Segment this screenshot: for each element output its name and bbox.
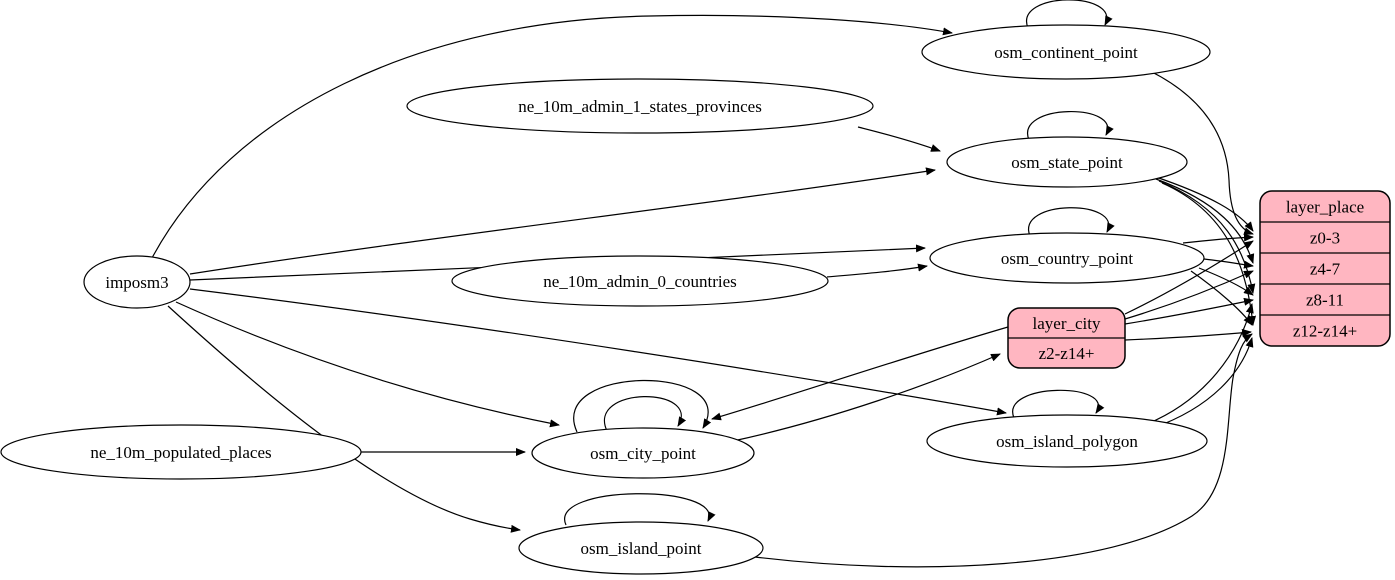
- node-shape-layer_place: [1259, 190, 1391, 347]
- node-osm_continent_point: osm_continent_point: [921, 24, 1211, 80]
- edge-layer_city-to-layer_place-z4-7: [1124, 270, 1254, 320]
- edge-osm_state_point-to-layer_place-z0-3: [1152, 175, 1254, 232]
- edge-osm_city_point-self-loop: [573, 379, 712, 433]
- edge-osm_country_point-to-layer_place-z12-z14+: [1190, 270, 1253, 326]
- edge-osm_state_point-to-layer_place-z4-7: [1155, 178, 1255, 264]
- edge-osm_island_polygon-to-layer_place-z8-11: [1146, 303, 1254, 425]
- node-osm_country_point: osm_country_point: [929, 232, 1205, 284]
- edge-osm_state_point-to-layer_place-z8-11: [1158, 180, 1256, 294]
- node-label-ne_10m_populated_places: ne_10m_populated_places: [90, 443, 271, 462]
- edge-imposm3-to-osm_city_point: [175, 301, 560, 428]
- edge-osm_city_point-to-layer_city-z2-z14+: [732, 353, 1001, 442]
- edge-osm_state_point-self-loop: [1027, 111, 1114, 141]
- node-shape-osm_state_point: [946, 136, 1188, 188]
- node-layer_city: layer_city z2-z14+: [1007, 307, 1126, 369]
- node-osm_island_polygon: osm_island_polygon: [926, 414, 1208, 468]
- node-shape-osm_island_point: [518, 521, 764, 575]
- record-title-layer_place: layer_place: [1286, 198, 1364, 217]
- edge-osm_island_point-self-loop: [564, 493, 716, 526]
- node-shape-osm_island_polygon: [926, 414, 1208, 468]
- edge-imposm3-to-osm_island_point: [167, 305, 521, 533]
- node-label-osm_island_polygon: osm_island_polygon: [996, 432, 1138, 451]
- edge-ne_10m_admin_0_countries-to-osm_country_point: [826, 263, 928, 278]
- edge-layer_city-to-layer_place-z12-z14+: [1124, 328, 1252, 341]
- node-label-ne_10m_admin_0_countries: ne_10m_admin_0_countries: [543, 272, 737, 291]
- edge-osm_country_point-self-loop: [1028, 207, 1115, 237]
- record-row-layer_place-z8-11: z8-11: [1306, 291, 1344, 310]
- node-shape-imposm3: [83, 255, 191, 309]
- edge-osm_continent_point-to-layer_place-z0-3: [1149, 70, 1254, 235]
- node-label-osm_city_point: osm_city_point: [590, 444, 696, 463]
- edge-osm_island_point-to-layer_place-z12-z14+: [754, 333, 1253, 568]
- edge-imposm3-to-osm_continent_point: [151, 14, 953, 259]
- node-shape-osm_city_point: [531, 427, 755, 479]
- edge-layer_city-to-layer_place-z8-11: [1124, 297, 1254, 325]
- edge-imposm3-to-osm_state_point: [189, 167, 936, 275]
- record-row-layer_place-z12-z14+: z12-z14+: [1293, 322, 1357, 341]
- node-layer_place: layer_place z0-3 z4-7 z8-11 z12-z14+: [1259, 190, 1391, 347]
- node-layer: imposm3 ne_10m_admin_1_states_provincesne…: [0, 24, 1391, 575]
- edge-osm_island_polygon-self-loop: [1012, 389, 1105, 419]
- node-imposm3: imposm3: [83, 255, 191, 309]
- edge-layer: [151, 0, 1257, 568]
- edge-osm_city_point-self-loop-2: [603, 396, 687, 432]
- node-ne_10m_admin_1_states_provinces: ne_10m_admin_1_states_provinces: [406, 78, 874, 134]
- node-shape-ne_10m_populated_places: [0, 424, 362, 480]
- node-shape-osm_country_point: [929, 232, 1205, 284]
- node-label-ne_10m_admin_1_states_provinces: ne_10m_admin_1_states_provinces: [518, 97, 762, 116]
- node-shape-osm_continent_point: [921, 24, 1211, 80]
- record-row-layer_city-z2-z14+: z2-z14+: [1039, 344, 1095, 363]
- node-label-imposm3: imposm3: [105, 273, 168, 292]
- record-row-layer_place-z0-3: z0-3: [1310, 229, 1340, 248]
- node-osm_state_point: osm_state_point: [946, 136, 1188, 188]
- edge-layer_city-to-layer_place-z0-3: [1124, 240, 1254, 315]
- edge-ne_10m_admin_1_states_provinces-to-osm_state_point: [857, 126, 941, 152]
- edge-imposm3-to-osm_island_polygon: [189, 288, 1007, 416]
- node-shape-ne_10m_admin_1_states_provinces: [406, 78, 874, 134]
- record-title-layer_city: layer_city: [1033, 314, 1101, 333]
- edge-osm_continent_point-self-loop: [1026, 0, 1113, 29]
- edge-osm_country_point-to-layer_place-z4-7: [1203, 258, 1254, 269]
- node-shape-ne_10m_admin_0_countries: [451, 255, 829, 307]
- record-row-layer_place-z4-7: z4-7: [1310, 260, 1341, 279]
- node-label-osm_country_point: osm_country_point: [1001, 249, 1133, 268]
- edge-osm_country_point-to-layer_place-z0-3: [1182, 233, 1254, 244]
- edge-osm_island_polygon-to-layer_place-z12-z14+: [1152, 337, 1254, 429]
- node-label-osm_state_point: osm_state_point: [1011, 153, 1123, 172]
- node-ne_10m_populated_places: ne_10m_populated_places: [0, 424, 362, 480]
- node-label-osm_continent_point: osm_continent_point: [994, 43, 1138, 62]
- node-label-osm_island_point: osm_island_point: [581, 539, 702, 558]
- edge-layer_city-to-osm_city_point: [711, 326, 1009, 421]
- node-osm_island_point: osm_island_point: [518, 521, 764, 575]
- node-osm_city_point: osm_city_point: [531, 427, 755, 479]
- node-ne_10m_admin_0_countries: ne_10m_admin_0_countries: [451, 255, 829, 307]
